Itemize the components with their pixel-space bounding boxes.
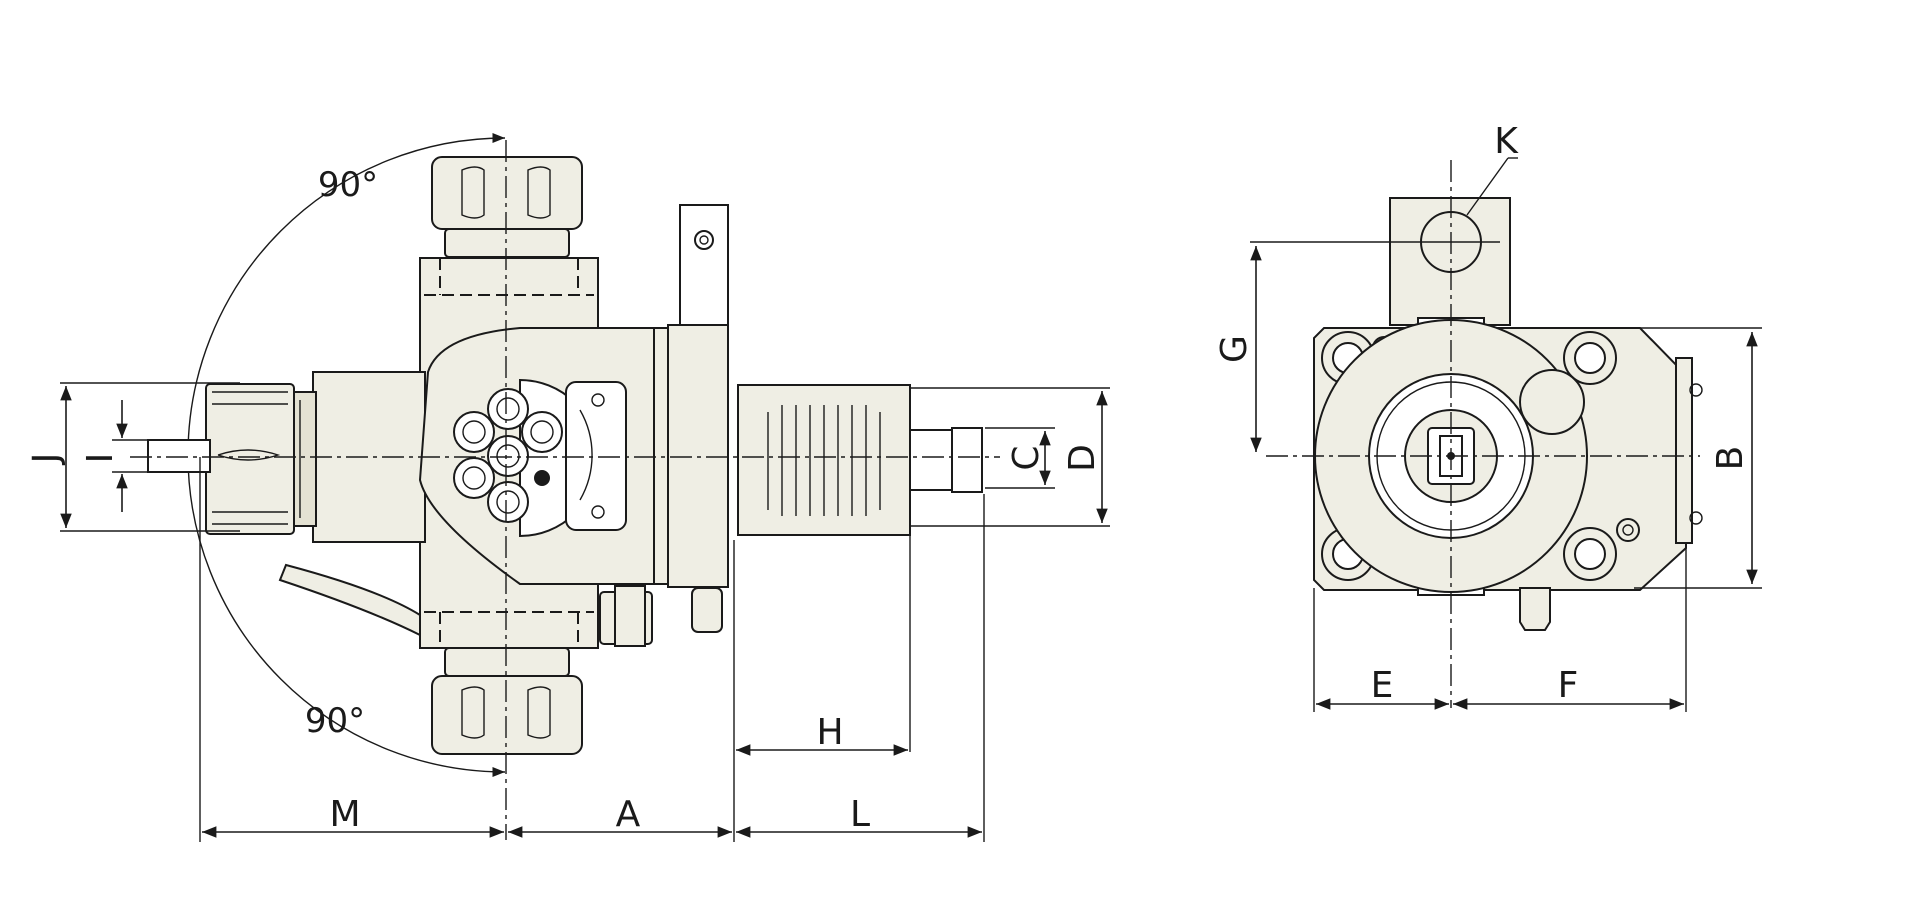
bottom-collet-nut [431,647,583,755]
coolant-fitting [278,563,723,647]
dim-label-a: A [616,794,641,835]
dim-label-f: F [1558,665,1579,706]
dim-label-b: B [1710,446,1751,471]
shank [737,384,983,536]
dim-label-m: M [329,794,360,835]
dim-label-d: D [1062,444,1103,472]
angle-label-top: 90° [318,165,378,205]
front-view: K G B E F [1214,121,1762,712]
dim-label-k: K [1494,121,1519,162]
angle-label-bottom: 90° [305,701,365,741]
top-collet-nut [431,156,583,258]
dim-label-h: H [816,712,843,753]
dim-label-i: I [80,453,121,464]
dim-label-l: L [850,794,870,835]
dim-label-c: C [1006,445,1047,470]
side-view: M A L H J I C D 90° 90° [26,132,1110,842]
dim-label-g: G [1214,335,1255,363]
left-spindle [147,371,426,543]
dim-label-j: J [26,453,67,466]
corner-screws [1321,331,1640,581]
dim-label-e: E [1371,665,1394,706]
adjustment-plate [453,378,627,538]
